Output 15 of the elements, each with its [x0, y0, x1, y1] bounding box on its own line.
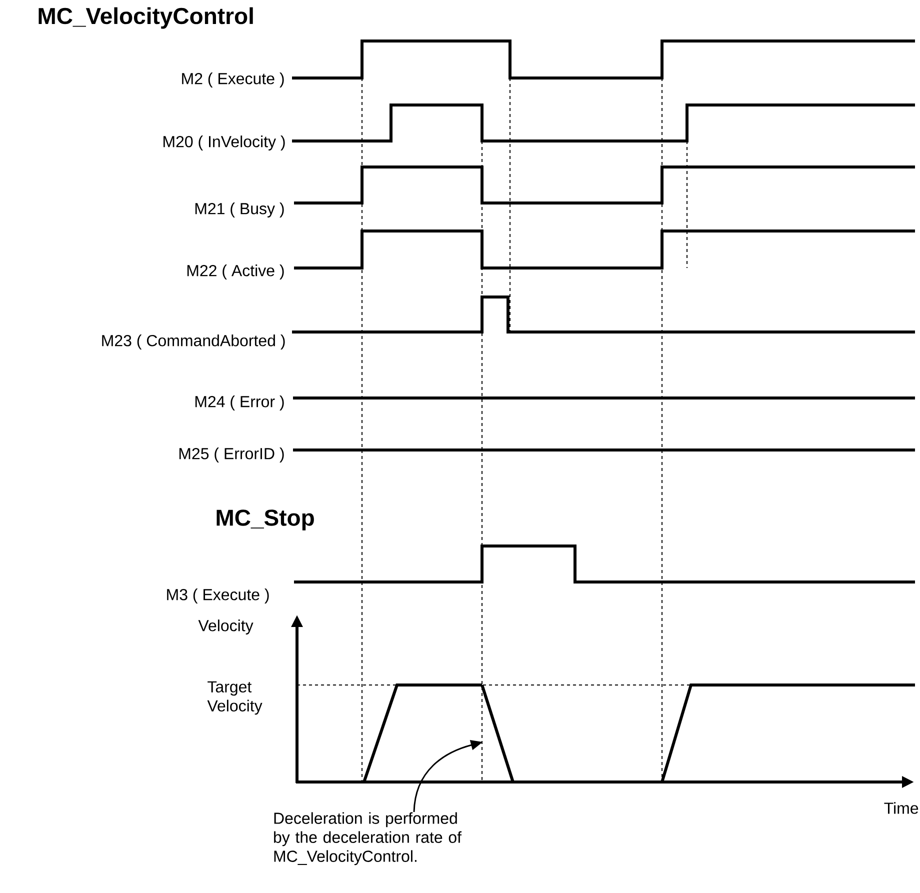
axis-label: Velocity — [198, 620, 254, 634]
signal-name: M20 ( InVelocity ) — [164, 136, 285, 150]
heading: MC_Stop — [216, 510, 314, 530]
axis-label: Time — [884, 802, 918, 814]
signal-name: M2 ( Execute ) — [182, 72, 284, 88]
note-text: Deceleration is performed by the deceleration rate of MC_VelocityControl. — [274, 812, 462, 866]
signal-name: M23 ( CommandAborted ) — [102, 334, 285, 350]
signal-name: M25 ( ErrorID ) — [179, 448, 284, 462]
signal-name: M3 ( Execute ) — [167, 588, 269, 604]
signal-name: M24 ( Error ) — [195, 396, 284, 410]
signal-name: M21 ( Busy ) — [195, 202, 284, 218]
signal-name: M22 ( Active ) — [187, 264, 284, 280]
axis-label: Target Velocity — [207, 681, 262, 715]
velocity-ramp — [480, 684, 514, 782]
heading: MC_VelocityControl — [38, 7, 253, 29]
